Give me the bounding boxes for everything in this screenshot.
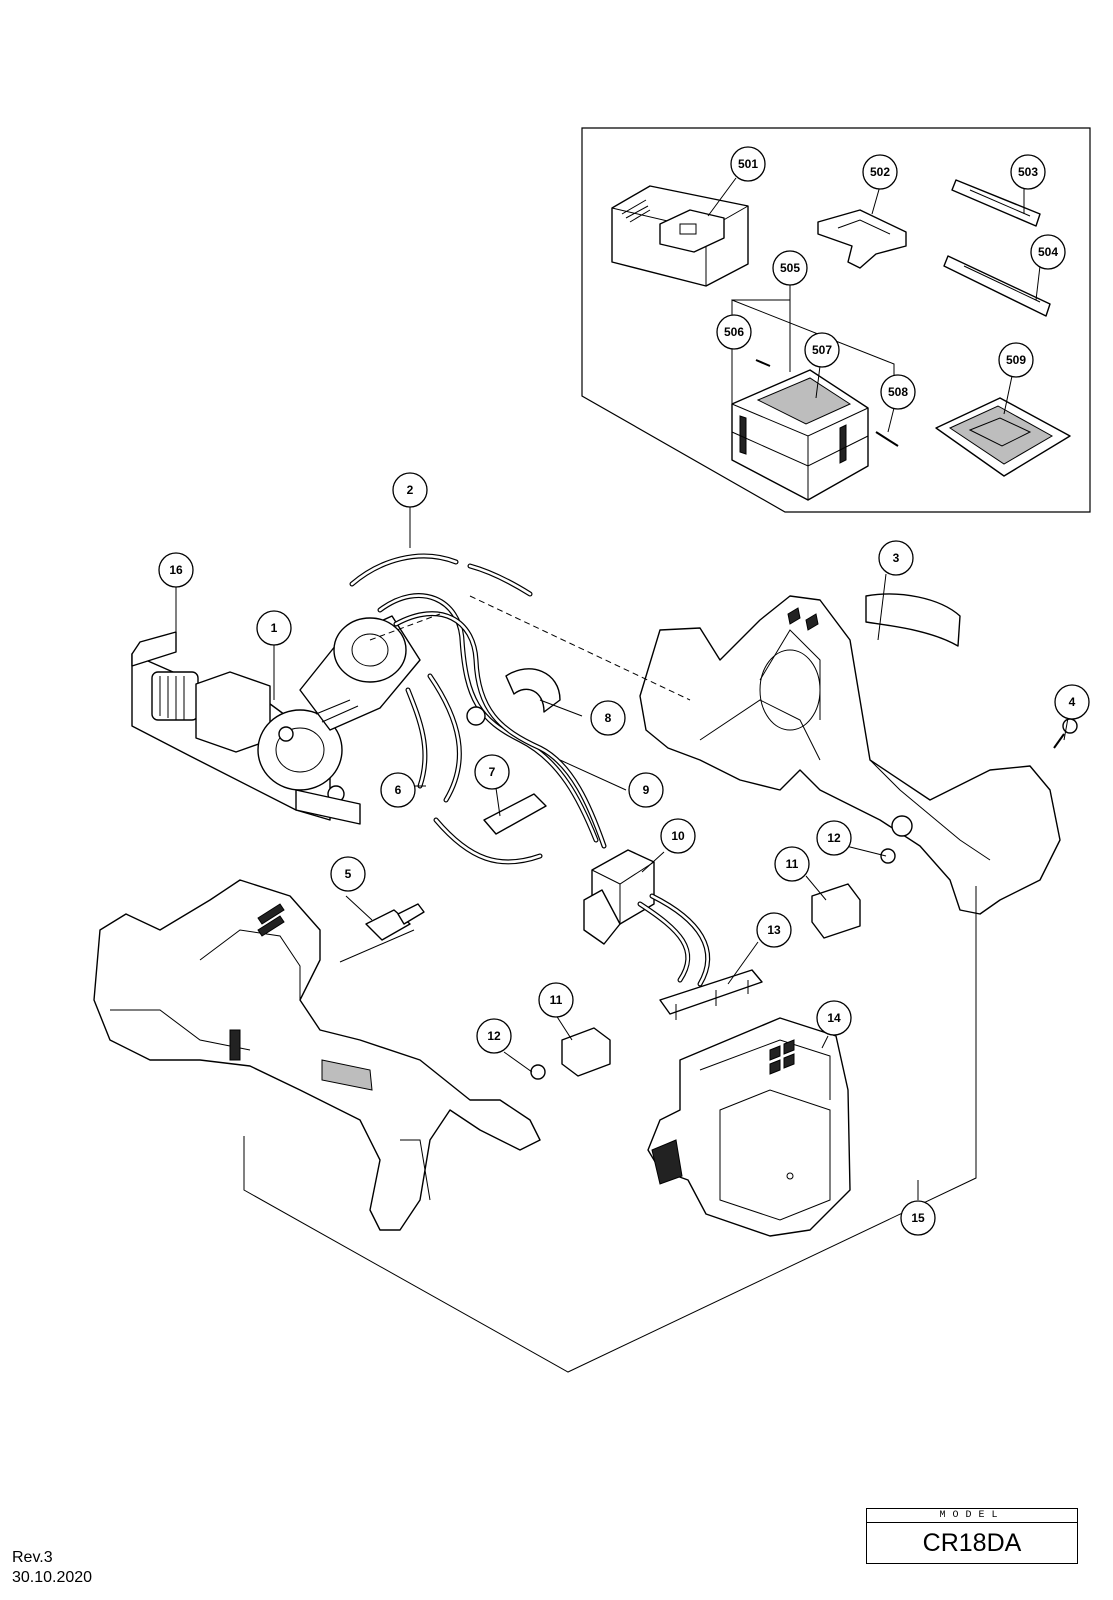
- callout-508: 508: [880, 374, 916, 410]
- saw-blade-part-504: [943, 255, 1051, 317]
- callout-12-upper: 12: [816, 820, 852, 856]
- svg-text:14: 14: [827, 1011, 841, 1025]
- svg-text:1: 1: [271, 621, 278, 635]
- model-label: MODEL: [867, 1509, 1077, 1523]
- motor-wires-part-6: [405, 673, 462, 803]
- housing-left-half: [93, 879, 541, 1231]
- accessory-box-outline: [581, 127, 1091, 513]
- callout-2: 2: [392, 472, 428, 508]
- svg-text:3: 3: [893, 551, 900, 565]
- housing-right-half: [639, 595, 1061, 915]
- svg-text:504: 504: [1038, 245, 1058, 259]
- svg-text:6: 6: [395, 783, 402, 797]
- svg-text:12: 12: [487, 1029, 501, 1043]
- case-screw-part-508: [875, 431, 899, 447]
- svg-text:509: 509: [1006, 353, 1026, 367]
- charger-part-501: [611, 185, 749, 287]
- case-insert-part-509: [935, 397, 1071, 477]
- callout-11-lower: 11: [538, 982, 574, 1018]
- svg-text:11: 11: [786, 857, 799, 871]
- case-pin-part-507: [755, 359, 771, 367]
- battery-cover-part-502: [817, 209, 907, 269]
- callout-9: 9: [628, 772, 664, 808]
- svg-text:2: 2: [407, 483, 414, 497]
- svg-text:8: 8: [605, 711, 612, 725]
- callout-502: 502: [862, 154, 898, 190]
- model-number: CR18DA: [922, 1529, 1022, 1557]
- callout-4: 4: [1054, 684, 1090, 720]
- internal-wiring-part-9: [377, 593, 607, 865]
- svg-text:506: 506: [724, 325, 744, 339]
- motor-gear-assembly-part-1: [131, 615, 421, 825]
- callout-8: 8: [590, 700, 626, 736]
- callout-13: 13: [756, 912, 792, 948]
- callout-14: 14: [816, 1000, 852, 1036]
- svg-text:508: 508: [888, 385, 908, 399]
- name-plate-part-3: [865, 593, 961, 647]
- callout-10: 10: [660, 818, 696, 854]
- sleeve-part-8: [505, 668, 561, 713]
- nut-part-12-lower: [530, 1064, 546, 1080]
- callout-509: 509: [998, 342, 1034, 378]
- svg-text:9: 9: [643, 783, 650, 797]
- svg-text:7: 7: [489, 765, 496, 779]
- svg-text:501: 501: [738, 157, 758, 171]
- callout-11-upper: 11: [774, 846, 810, 882]
- callout-505: 505: [772, 250, 808, 286]
- svg-text:4: 4: [1069, 695, 1076, 709]
- battery-part-14: [647, 1017, 851, 1237]
- callout-6: 6: [380, 772, 416, 808]
- rubber-part-7: [483, 793, 547, 835]
- lead-wire-part-2: [349, 553, 533, 597]
- svg-text:507: 507: [812, 343, 832, 357]
- svg-text:15: 15: [911, 1211, 925, 1225]
- callout-504: 504: [1030, 234, 1066, 270]
- svg-text:10: 10: [671, 829, 685, 843]
- callout-506: 506: [716, 314, 752, 350]
- callout-7: 7: [474, 754, 510, 790]
- svg-text:5: 5: [345, 867, 352, 881]
- terminal-part-13: [659, 969, 763, 1020]
- callout-15: 15: [900, 1200, 936, 1236]
- svg-text:13: 13: [767, 923, 781, 937]
- saw-blade-part-503: [951, 179, 1041, 227]
- switch-part-10: [583, 849, 711, 987]
- callout-1: 1: [256, 610, 292, 646]
- svg-text:16: 16: [169, 563, 183, 577]
- callout-503: 503: [1010, 154, 1046, 190]
- carrying-case-part-505: [731, 369, 869, 501]
- led-part-5: [365, 903, 425, 941]
- svg-text:12: 12: [827, 831, 841, 845]
- callout-507: 507: [804, 332, 840, 368]
- revision-date: 30.10.2020: [12, 1569, 93, 1586]
- svg-text:11: 11: [550, 993, 563, 1007]
- callout-16: 16: [158, 552, 194, 588]
- svg-text:502: 502: [870, 165, 890, 179]
- svg-text:505: 505: [780, 261, 800, 275]
- revision-label: Rev.3: [12, 1549, 53, 1566]
- model-title-block: MODEL CR18DA: [866, 1508, 1078, 1564]
- svg-text:503: 503: [1018, 165, 1038, 179]
- callout-12-lower: 12: [476, 1018, 512, 1054]
- brush-part-11-lower: [561, 1027, 611, 1077]
- callout-501: 501: [730, 146, 766, 182]
- nut-part-12-upper: [880, 848, 896, 864]
- callout-3: 3: [878, 540, 914, 576]
- callout-5: 5: [330, 856, 366, 892]
